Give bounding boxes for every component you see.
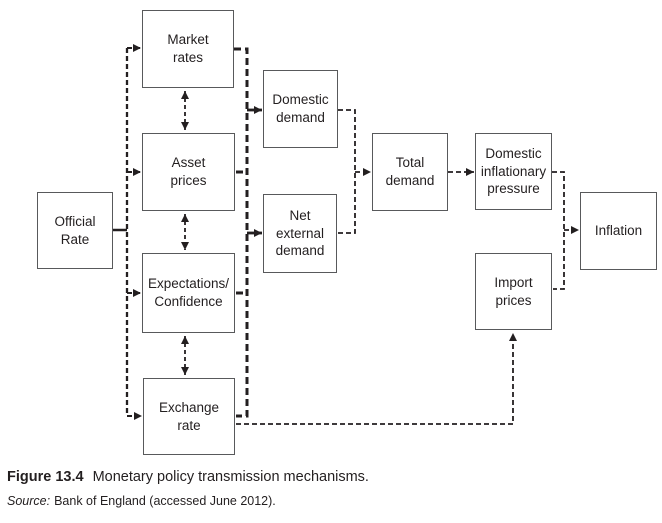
demand-arrows bbox=[247, 106, 262, 237]
source-label: Source: bbox=[7, 494, 51, 508]
node-import-prices: Import prices bbox=[475, 253, 552, 330]
right-trunk-stubs bbox=[236, 170, 247, 295]
inflation-merge-elbow bbox=[552, 171, 565, 290]
node-total-demand: Total demand bbox=[372, 133, 448, 211]
left-branch-arrows bbox=[127, 44, 142, 420]
connector-network bbox=[113, 44, 579, 425]
figure-caption: Figure 13.4 Monetary policy transmission … bbox=[7, 469, 369, 485]
node-expectations-confidence: Expectations/ Confidence bbox=[142, 253, 235, 333]
figure-caption-label: Figure 13.4 bbox=[7, 469, 84, 485]
demand-merge-elbow bbox=[338, 109, 356, 234]
node-net-external-demand: Net external demand bbox=[263, 194, 337, 273]
node-exchange-rate: Exchange rate bbox=[143, 378, 235, 455]
figure-caption-text: Monetary policy transmission mechanisms. bbox=[92, 469, 369, 485]
right-trunk bbox=[234, 47, 249, 418]
figure-source: Source:Bank of England (accessed June 20… bbox=[7, 494, 276, 508]
node-domestic-inflationary-pressure: Domestic inflationary pressure bbox=[475, 133, 552, 210]
source-text: Bank of England (accessed June 2012). bbox=[54, 494, 276, 508]
node-domestic-demand: Domestic demand bbox=[263, 70, 338, 148]
node-market-rates: Market rates bbox=[142, 10, 234, 88]
exchange-to-import-elbow bbox=[236, 333, 517, 425]
node-official-rate: Official Rate bbox=[37, 192, 113, 269]
node-asset-prices: Asset prices bbox=[142, 133, 235, 211]
node-inflation: Inflation bbox=[580, 192, 657, 270]
